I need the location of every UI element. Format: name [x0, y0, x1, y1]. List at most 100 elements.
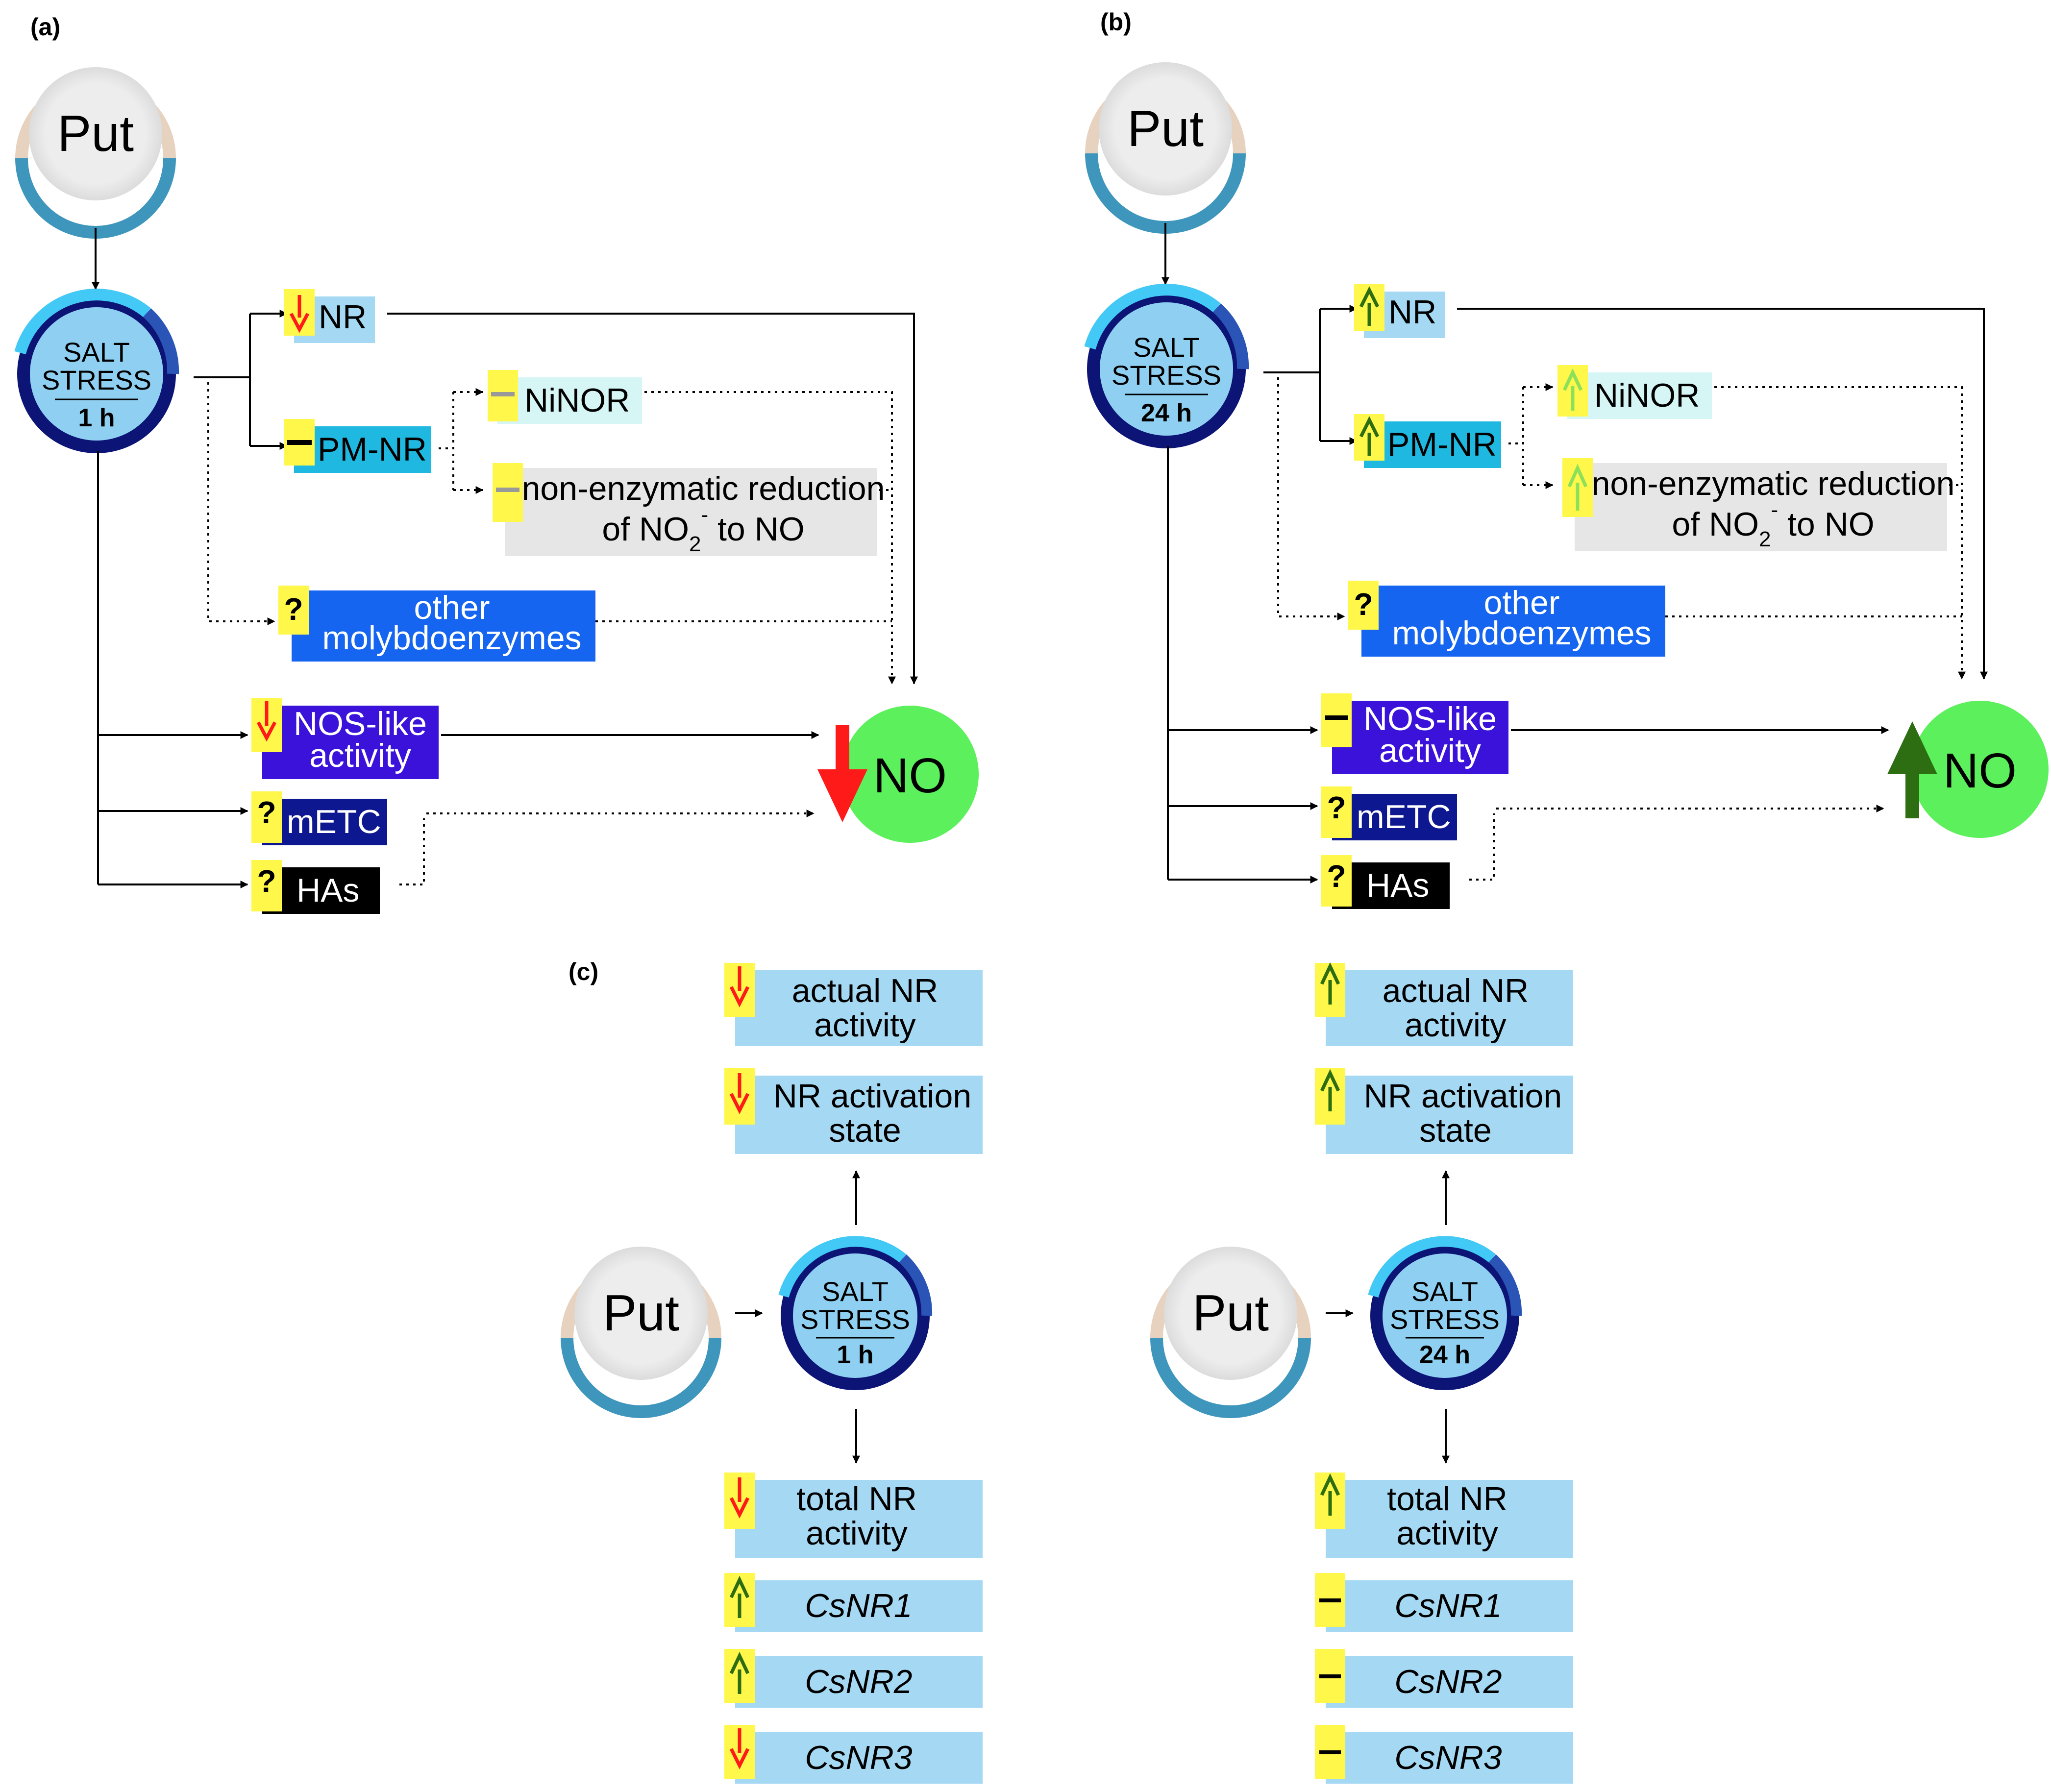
actual-nr-box [1326, 970, 1573, 1046]
pmnr-label: PM-NR [318, 431, 427, 468]
arrow-up-icon [1320, 1069, 1340, 1111]
big-arrow-down-icon [817, 725, 867, 822]
actual-nr-box [735, 970, 983, 1046]
other-line-2: molybdoenzymes [322, 619, 581, 657]
activation-box [735, 1076, 983, 1154]
salt-line-1: SALT [63, 337, 130, 368]
question-icon: ? [257, 795, 276, 830]
dotted-pmnr-branch [439, 392, 454, 490]
other-line-1: other [414, 589, 490, 626]
has-to-metc-line [1469, 813, 1495, 881]
gray-dash-icon [496, 488, 519, 492]
other-box [292, 590, 595, 662]
dotted-to-other [207, 382, 275, 625]
metc-marker [251, 791, 282, 843]
ninor-box [497, 377, 642, 424]
actual-nr-line-2: activity [1405, 1006, 1507, 1044]
dash-icon [1319, 1750, 1341, 1754]
nr-to-no-arrow [1457, 308, 1988, 680]
other-box [1361, 586, 1665, 657]
big-arrow-up-icon [1887, 721, 1937, 818]
nonenz-box [505, 468, 877, 556]
salt-stress-node: SALT STRESS 1 h [778, 1236, 933, 1390]
activation-box [1326, 1076, 1573, 1154]
ninor-to-no [644, 391, 896, 685]
gene-box [1326, 1732, 1573, 1784]
arrow-up-icon [1320, 1473, 1340, 1516]
salt-time: 1 h [837, 1341, 873, 1369]
question-icon: ? [284, 591, 303, 627]
arrow-down-icon [729, 1073, 750, 1114]
dash-icon [1319, 1598, 1341, 1602]
put-node: Put [1150, 1247, 1311, 1418]
arrow-down-icon [256, 701, 277, 742]
salt-stress-node: SALT STRESS 24 h [1084, 284, 1249, 448]
pmnr-box [1364, 421, 1501, 468]
salt-line-1: SALT [822, 1276, 889, 1307]
metc-box [1332, 794, 1457, 840]
branch-connector [1263, 309, 1321, 441]
has-marker [251, 860, 282, 911]
question-icon: ? [1327, 790, 1346, 825]
gene-box [1326, 1656, 1573, 1708]
arrow-up-icon [1359, 286, 1380, 326]
ninor-label: NiNOR [1594, 377, 1700, 414]
arrow-up-icon [1562, 368, 1583, 411]
panel-b-label: (b) [1100, 8, 1132, 36]
other-line-2: molybdoenzymes [1392, 614, 1651, 652]
gray-dash-icon [491, 392, 515, 396]
salt-time: 1 h [78, 404, 115, 432]
nonenz-line-1: non-enzymatic reduction [522, 470, 885, 507]
has-marker [1321, 855, 1352, 907]
nos-box [262, 706, 439, 779]
activation-line-2: state [1419, 1112, 1491, 1149]
arrow-up-icon [1359, 416, 1380, 456]
arrow-up-icon [1320, 962, 1340, 1005]
gene-label: CsNR2 [805, 1663, 912, 1700]
other-marker [1348, 581, 1379, 630]
salt-time: 24 h [1141, 399, 1192, 427]
put-node: Put [1085, 62, 1246, 234]
dash-icon [287, 440, 312, 445]
dotted-to-other [1277, 377, 1345, 620]
panel-c-left: actual NR activity NR activation state P… [561, 963, 983, 1784]
ninor-box [1567, 372, 1712, 419]
metc-marker [1321, 786, 1352, 838]
nos-line-1: NOS-like [294, 705, 427, 742]
actual-nr-line-1: actual NR [1383, 972, 1529, 1009]
put-node: Put [561, 1247, 721, 1418]
ninor-to-no [1714, 386, 1966, 680]
salt-line-2: STRESS [1112, 360, 1221, 391]
has-label: HAs [1366, 867, 1429, 904]
nonenz-line-2: of NO2- to NO [602, 503, 804, 556]
gene-label: CsNR1 [805, 1587, 912, 1624]
salt-line-1: SALT [1411, 1276, 1478, 1307]
dash-icon [1325, 715, 1348, 720]
salt-line-2: STRESS [800, 1304, 910, 1335]
no-label: NO [1943, 743, 2017, 798]
has-to-metc-line [399, 818, 425, 885]
ninor-label: NiNOR [524, 382, 630, 419]
arrow-up-icon [1567, 464, 1588, 511]
put-label: Put [57, 105, 134, 162]
nr-to-no-arrow [387, 313, 918, 685]
arrow-up-icon [729, 1651, 750, 1694]
activation-line-1: NR activation [1364, 1078, 1562, 1115]
nos-line-1: NOS-like [1363, 700, 1497, 737]
question-icon: ? [1327, 859, 1346, 894]
actual-nr-line-2: activity [814, 1006, 916, 1044]
total-nr-box [735, 1480, 983, 1558]
put-label: Put [1192, 1285, 1269, 1342]
has-label: HAs [297, 872, 359, 909]
put-label: Put [1127, 100, 1204, 157]
nos-line-2: activity [1379, 732, 1481, 769]
question-icon: ? [1354, 587, 1373, 622]
activation-line-1: NR activation [773, 1078, 971, 1115]
no-label: NO [873, 748, 947, 803]
salt-line-1: SALT [1133, 332, 1200, 363]
panel-a: (a) Put SALT STRESS 1 h [14, 13, 979, 914]
nonenz-marker [493, 463, 523, 522]
total-nr-box [1326, 1480, 1573, 1558]
salt-stress-node: SALT STRESS 24 h [1368, 1236, 1522, 1390]
gene-label: CsNR2 [1394, 1663, 1502, 1700]
